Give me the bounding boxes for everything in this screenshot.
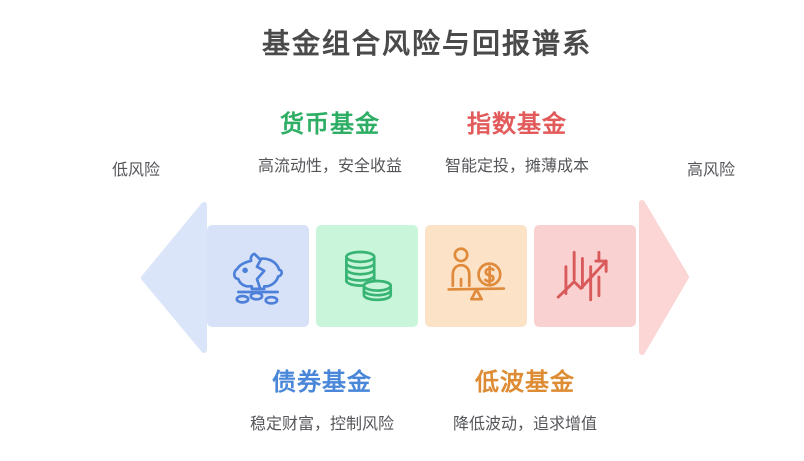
balance-scale-icon bbox=[447, 247, 506, 301]
fund-name-lowvol-fund: 低波基金 bbox=[475, 368, 575, 396]
fund-desc-bond-fund: 稳定财富，控制风险 bbox=[249, 414, 394, 433]
fund-group-lowvol: 低波基金 降低波动，追求增值 bbox=[415, 366, 635, 436]
fund-desc-money-fund: 高流动性，安全收益 bbox=[257, 156, 402, 175]
fund-box-money bbox=[207, 225, 309, 327]
rising-chart-icon bbox=[556, 250, 608, 302]
broken-piggy-bank-icon bbox=[232, 252, 284, 305]
high-risk-label: 高风险 bbox=[686, 160, 735, 179]
fund-box-index bbox=[534, 225, 636, 327]
fund-group-money: 货币基金 高流动性，安全收益 bbox=[220, 108, 440, 178]
fund-group-bond: 债券基金 稳定财富，控制风险 bbox=[212, 366, 432, 436]
fund-name-index-fund: 指数基金 bbox=[467, 110, 567, 138]
right-arrow bbox=[639, 200, 689, 355]
page-title: 基金组合风险与回报谱系 bbox=[261, 27, 592, 60]
left-arrow bbox=[141, 202, 207, 353]
coin-stack-icon bbox=[345, 250, 393, 302]
fund-name-bond-fund: 债券基金 bbox=[272, 368, 372, 396]
fund-group-index: 指数基金 智能定投，摊薄成本 bbox=[407, 108, 627, 178]
fund-box-bond bbox=[316, 225, 418, 327]
fund-desc-lowvol-fund: 降低波动，追求增值 bbox=[452, 414, 597, 433]
fund-name-money-fund: 货币基金 bbox=[280, 110, 380, 138]
fund-box-lowvol bbox=[425, 225, 527, 327]
low-risk-label: 低风险 bbox=[111, 160, 160, 179]
fund-desc-index-fund: 智能定投，摊薄成本 bbox=[444, 156, 589, 175]
